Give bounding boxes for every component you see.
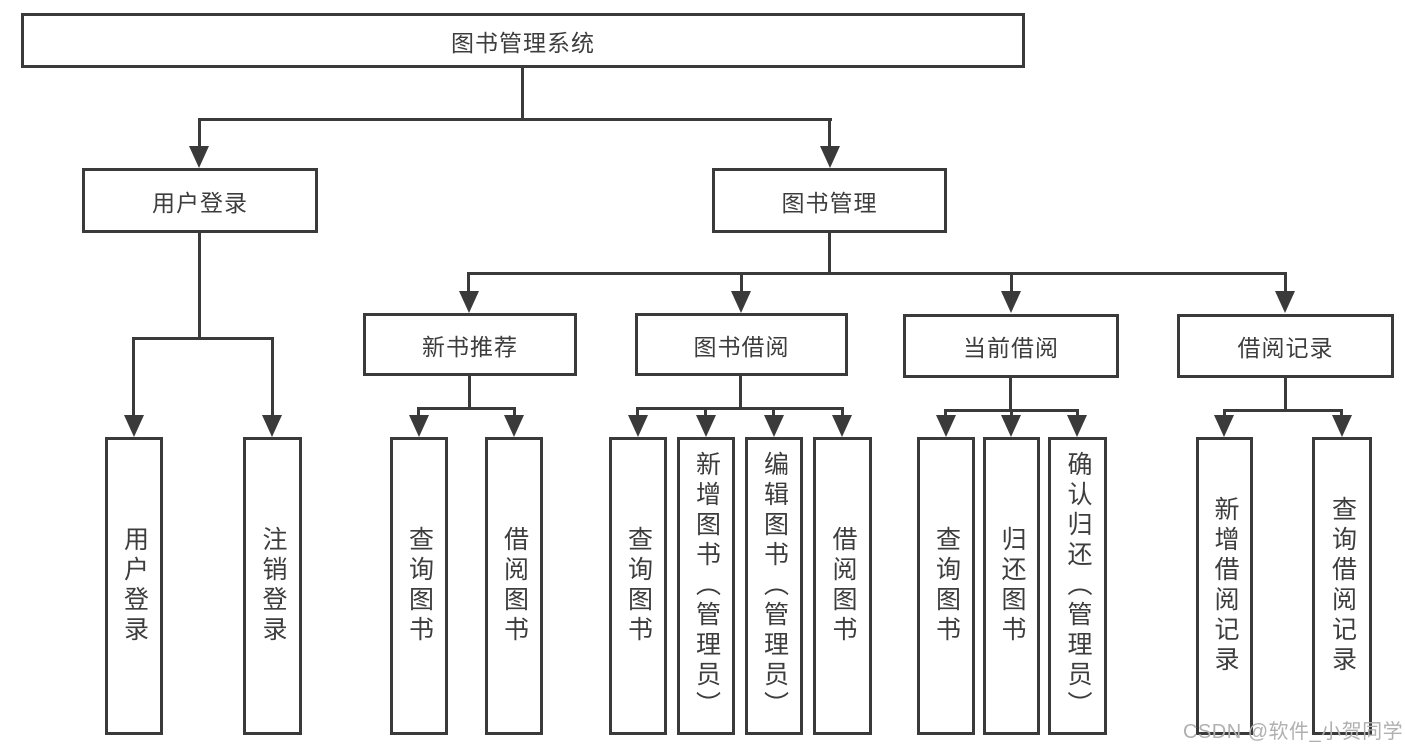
node-root: 图书管理系统 <box>21 13 1025 68</box>
leaf-stem-vline <box>636 407 639 417</box>
arrow-down-icon <box>504 415 524 437</box>
leaf-edit-books-admin: 编辑图书（管理员） <box>745 437 803 735</box>
leaf-rec-query-books-label: 查询图书 <box>405 526 434 646</box>
leaf-user-login: 用户登录 <box>105 437 163 735</box>
leaf-stem-vline <box>772 407 775 417</box>
arrow-down-icon <box>696 415 716 437</box>
node-book-mgmt: 图书管理 <box>712 168 947 233</box>
leaf-stem-vline <box>1223 409 1226 417</box>
to-new-rec-vline <box>467 272 470 294</box>
root-to-book-mgmt-vline <box>828 118 831 150</box>
arrow-down-icon <box>124 415 144 437</box>
user-login-children-hline <box>132 337 274 340</box>
to-borrow-vline <box>740 272 743 294</box>
arrow-down-icon <box>936 415 956 437</box>
arrow-down-icon <box>1275 291 1295 313</box>
root-children-hline <box>198 118 832 121</box>
leaf-borrow-books: 借阅图书 <box>813 437 872 735</box>
leaf-add-borrow-record: 新增借阅记录 <box>1196 437 1253 735</box>
leaf-rec-borrow-books-label: 借阅图书 <box>500 526 529 646</box>
arrow-down-icon <box>189 146 209 168</box>
leaf-rec-query-books: 查询图书 <box>390 437 448 735</box>
arrow-down-icon <box>1001 415 1021 437</box>
root-to-user-login-vline <box>198 118 201 150</box>
arrow-down-icon <box>1214 415 1234 437</box>
arrow-down-icon <box>1332 415 1352 437</box>
leaf-stem-vline <box>513 407 516 417</box>
to-current-vline <box>1010 272 1013 294</box>
arrow-down-icon <box>1001 291 1021 313</box>
node-book-mgmt-label: 图书管理 <box>781 189 878 216</box>
leaf-logout-label: 注销登录 <box>259 526 287 646</box>
arrow-down-icon <box>409 415 429 437</box>
borrow-children-hline <box>636 407 844 410</box>
arrow-down-icon <box>832 415 852 437</box>
leaf-borrow-books-label: 借阅图书 <box>829 526 857 646</box>
leaf-query-borrow-record: 查询借阅记录 <box>1312 437 1372 735</box>
arrow-down-icon <box>628 415 648 437</box>
leaf-stem-vline <box>704 407 707 417</box>
records-children-hline <box>1223 409 1343 412</box>
leaf-confirm-return-admin-label: 确认归还（管理员） <box>1064 451 1092 721</box>
leaf-borrow-query-books: 查询图书 <box>609 437 667 735</box>
new-rec-stem-vline <box>468 376 471 410</box>
leaf-user-login-label: 用户登录 <box>120 526 149 646</box>
leaf-return-books-label: 归还图书 <box>998 526 1026 646</box>
node-current-borrow: 当前借阅 <box>903 314 1119 378</box>
leaf-current-query-books-label: 查询图书 <box>932 526 961 646</box>
leaf-stem-vline <box>841 407 844 417</box>
node-new-book-rec-label: 新书推荐 <box>422 333 518 360</box>
leaf-add-books-admin: 新增图书（管理员） <box>677 437 735 735</box>
leaf-stem-vline <box>1076 409 1079 417</box>
leaf-borrow-query-books-label: 查询图书 <box>624 526 653 646</box>
leaf-logout: 注销登录 <box>243 437 302 735</box>
book-mgmt-stem-vline <box>828 233 831 275</box>
leaf-stem-vline <box>1010 409 1013 417</box>
arrow-down-icon <box>731 291 751 313</box>
new-rec-children-hline <box>417 407 516 410</box>
node-borrow-records: 借阅记录 <box>1177 314 1394 378</box>
arrow-down-icon <box>1067 415 1087 437</box>
node-user-login: 用户登录 <box>82 168 318 233</box>
leaf-query-borrow-record-label: 查询借阅记录 <box>1328 496 1357 676</box>
leaf-confirm-return-admin: 确认归还（管理员） <box>1048 437 1107 735</box>
leaf-add-books-admin-label: 新增图书（管理员） <box>692 451 721 721</box>
to-records-vline <box>1284 272 1287 294</box>
root-stem-vline <box>521 68 524 120</box>
arrow-down-icon <box>459 291 479 313</box>
leaf-stem-vline <box>1340 409 1343 417</box>
borrow-stem-vline <box>739 376 742 410</box>
node-book-borrow-label: 图书借阅 <box>693 333 790 360</box>
node-borrow-records-label: 借阅记录 <box>1237 335 1334 361</box>
leaf-stem-vline <box>417 407 420 417</box>
leaf-add-borrow-record-label: 新增借阅记录 <box>1211 496 1239 676</box>
current-stem-vline <box>1009 378 1012 412</box>
node-book-borrow: 图书借阅 <box>635 313 848 376</box>
records-stem-vline <box>1284 378 1287 412</box>
leaf-rec-borrow-books: 借阅图书 <box>485 437 543 735</box>
node-current-borrow-label: 当前借阅 <box>963 335 1059 361</box>
node-root-label: 图书管理系统 <box>451 29 595 56</box>
node-new-book-rec: 新书推荐 <box>363 313 577 376</box>
leaf-return-books: 归还图书 <box>983 437 1040 735</box>
to-leaf-login-vline <box>132 337 135 417</box>
node-user-login-label: 用户登录 <box>152 189 248 216</box>
arrow-down-icon <box>262 415 282 437</box>
arrow-down-icon <box>764 415 784 437</box>
arrow-down-icon <box>820 146 840 168</box>
book-mgmt-children-hline <box>467 272 1287 275</box>
csdn-watermark: CSDN @软件_小贺同学 <box>1183 721 1404 743</box>
user-login-stem-vline <box>198 233 201 340</box>
leaf-edit-books-admin-label: 编辑图书（管理员） <box>760 451 789 721</box>
leaf-current-query-books: 查询图书 <box>917 437 975 735</box>
to-leaf-logout-vline <box>271 337 274 417</box>
leaf-stem-vline <box>944 409 947 417</box>
